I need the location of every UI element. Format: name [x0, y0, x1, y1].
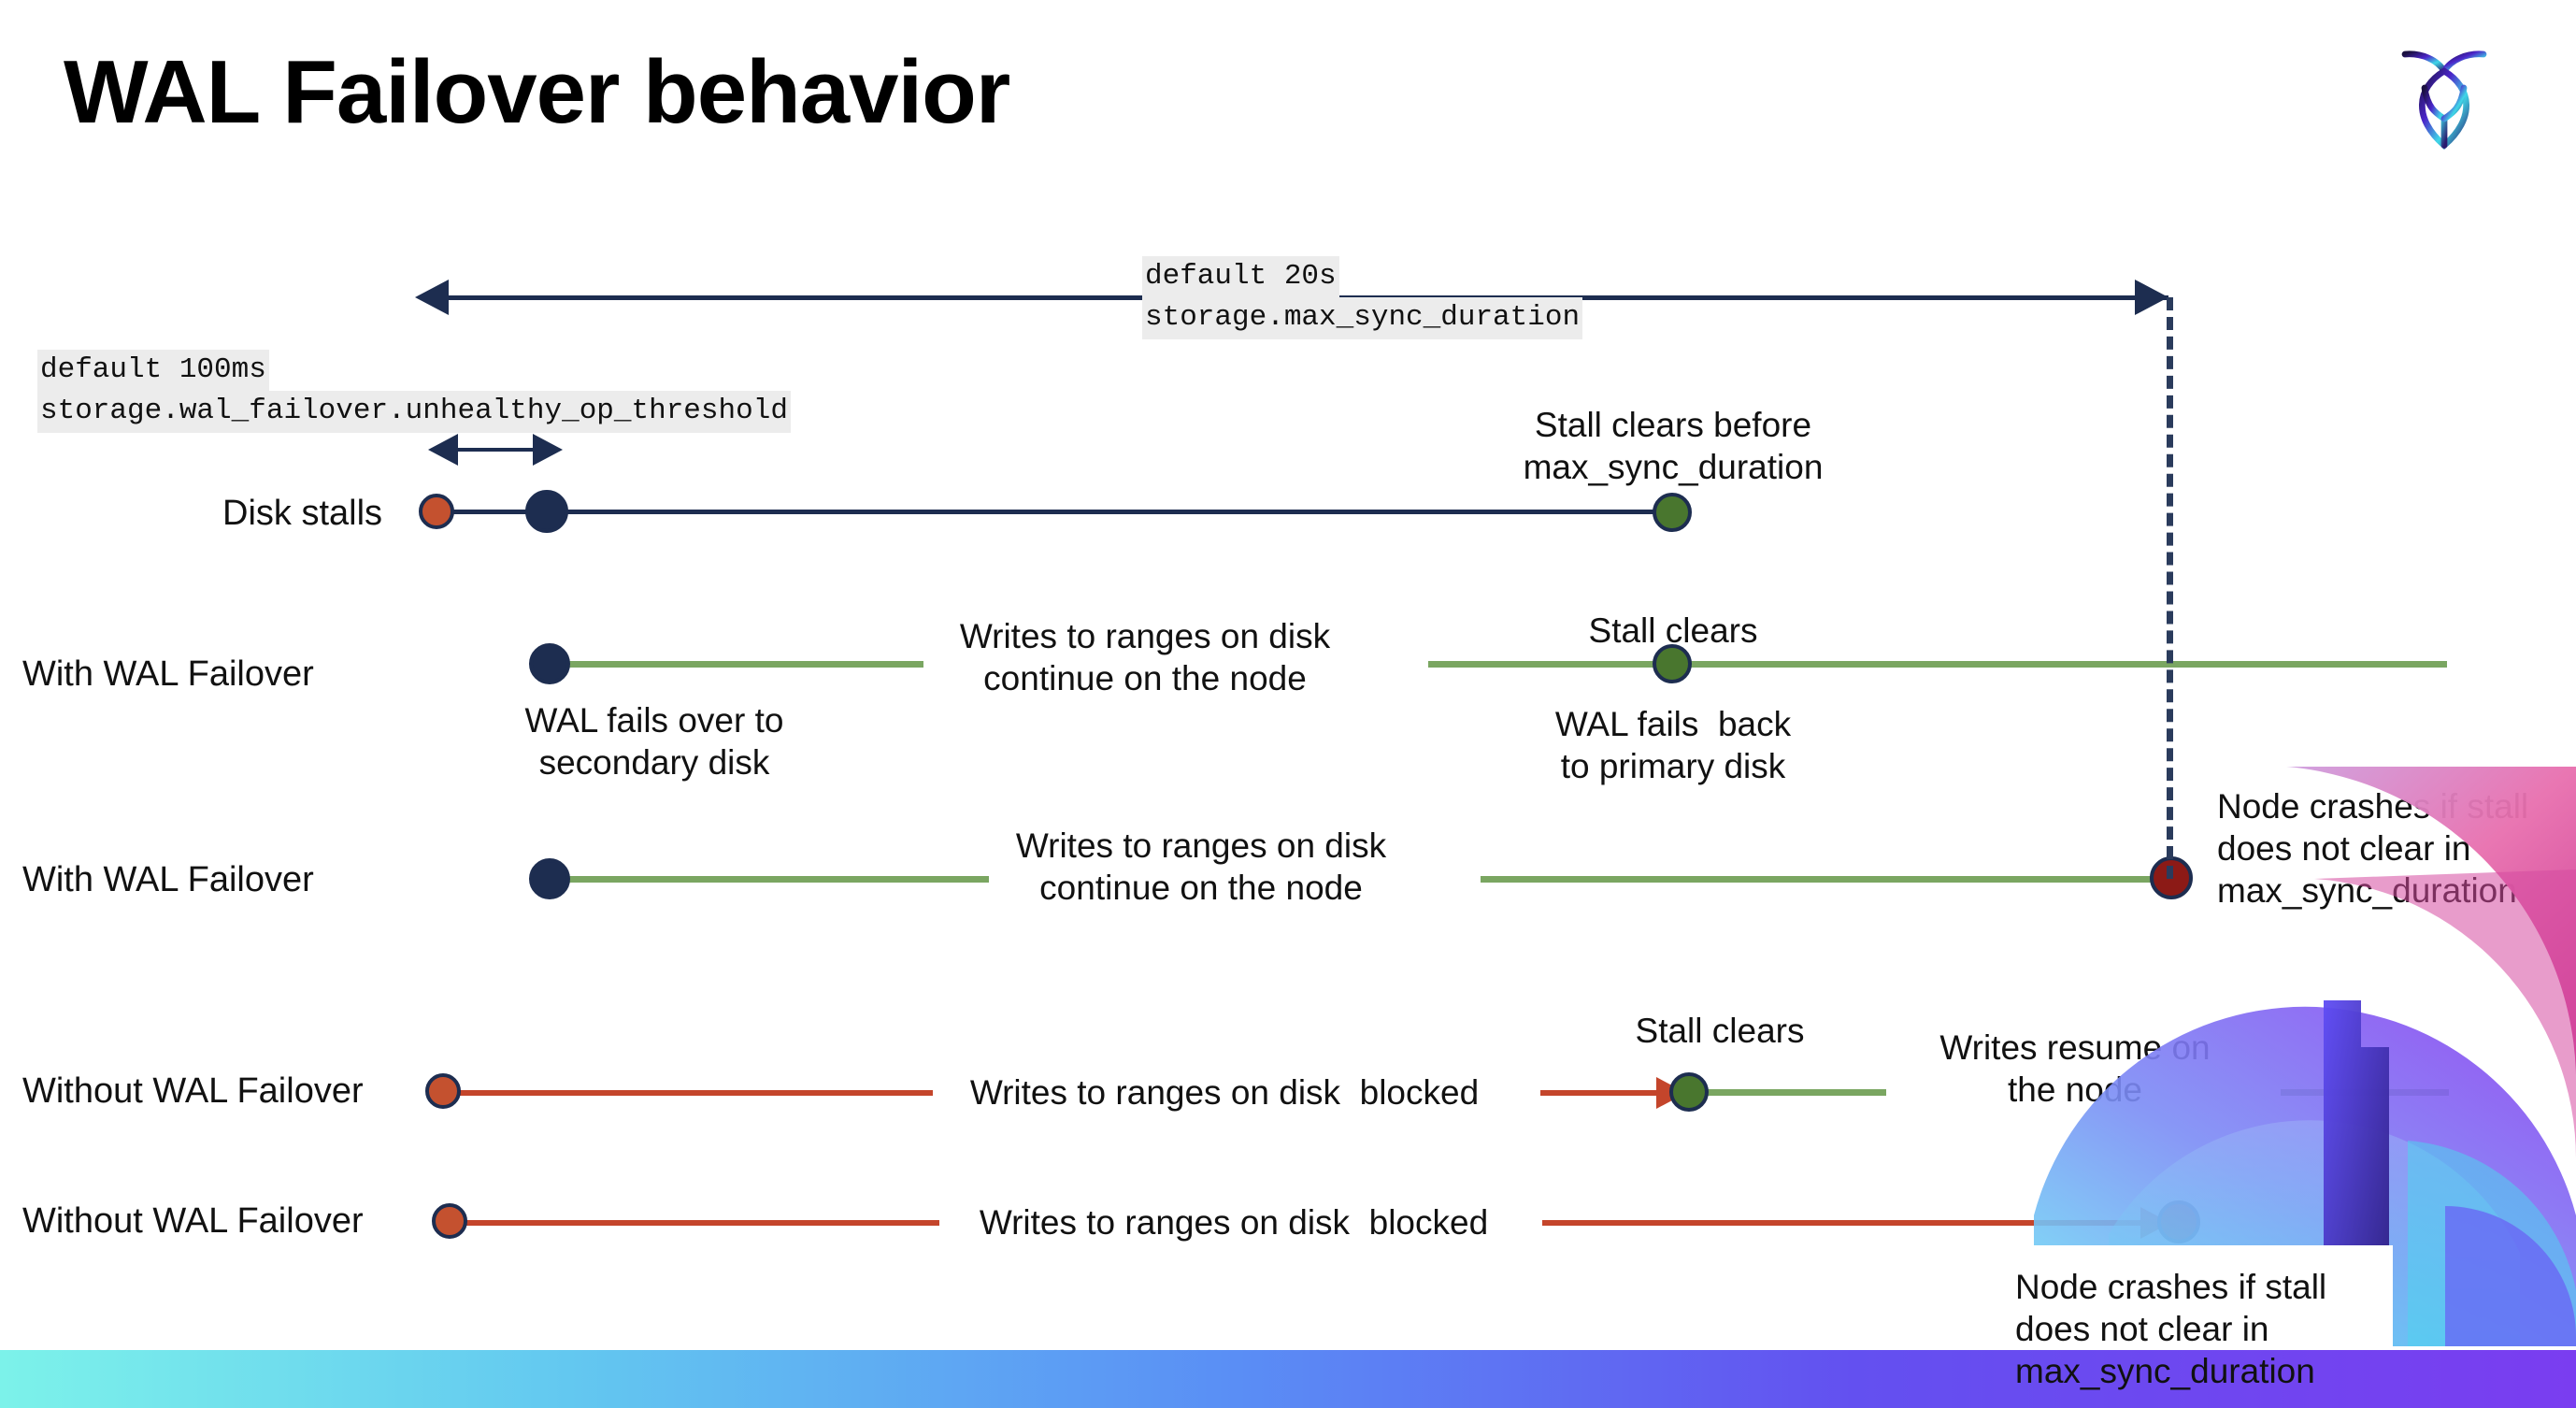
annotation-writes-blocked-2: Writes to ranges on disk blocked [979, 1203, 1489, 1242]
unhealthy-op-threshold-span-line [458, 448, 551, 452]
row-label-with-wal-failover-1: With WAL Failover [22, 654, 314, 694]
wal-failover-row1-segment-a [550, 661, 923, 668]
page-title: WAL Failover behavior [64, 42, 1010, 142]
max-sync-duration-setting-label: storage.max_sync_duration [1142, 297, 1583, 339]
wal-failback-dot [1653, 644, 1692, 683]
max-sync-duration-deadline-dashed-line [2167, 297, 2173, 879]
row-label-without-wal-failover-2: Without WAL Failover [22, 1201, 364, 1241]
wal-failover-row2-segment-b [1481, 876, 2172, 883]
wal-failover-row1-segment-b [1428, 661, 2447, 668]
max-sync-duration-default-label: default 20s [1142, 256, 1339, 298]
without-failover-row1-blocked-line-a [447, 1090, 933, 1096]
without-failover-row1-resume-line-a [1699, 1089, 1886, 1096]
disk-stall-start-dot [419, 494, 454, 529]
annotation-stall-clears-3: Stall clears [1635, 1012, 1805, 1050]
annotation-writes-continue-2: Writes to ranges on disk continue on the… [1015, 826, 1387, 908]
disk-stalls-timeline [439, 510, 1682, 514]
without-failover-start-dot-2 [432, 1203, 467, 1239]
cockroachdb-logo-icon [2374, 26, 2514, 166]
bottom-gradient-bar [0, 1350, 2576, 1408]
unhealthy-op-threshold-arrow-right [533, 434, 563, 466]
annotation-stall-clears-before: Stall clears before max_sync_duration [1523, 406, 1824, 487]
annotation-stall-clears-2: Stall clears [1588, 611, 1758, 650]
row-label-with-wal-failover-2: With WAL Failover [22, 860, 314, 899]
without-failover-stall-clears-dot [1669, 1072, 1709, 1112]
without-failover-start-dot-1 [425, 1073, 461, 1109]
max-sync-duration-arrow-right [2135, 280, 2168, 315]
annotation-node-crashes-2: Node crashes if stall does not clear in … [2015, 1268, 2327, 1391]
annotation-writes-continue-1: Writes to ranges on disk continue on the… [959, 617, 1331, 698]
annotation-wal-fails-over: WAL fails over to secondary disk [524, 701, 784, 783]
annotation-wal-fails-back: WAL fails back to primary disk [1554, 705, 1792, 786]
disk-stall-threshold-dot [525, 490, 568, 533]
without-failover-row1-blocked-line-b [1540, 1090, 1671, 1096]
wal-failover-start-dot-1 [529, 643, 570, 684]
max-sync-duration-arrow-left [415, 280, 449, 315]
annotation-writes-blocked-1: Writes to ranges on disk blocked [969, 1073, 1480, 1112]
unhealthy-op-threshold-arrow-left [428, 434, 458, 466]
row-label-without-wal-failover-1: Without WAL Failover [22, 1071, 364, 1111]
disk-stall-clears-dot [1653, 493, 1692, 532]
wal-failover-start-dot-2 [529, 858, 570, 899]
without-failover-row2-blocked-line-a [453, 1220, 939, 1226]
unhealthy-op-threshold-default-label: default 100ms [37, 350, 269, 392]
without-failover-row2-blocked-line-b [1542, 1220, 2159, 1226]
row-label-disk-stalls: Disk stalls [222, 494, 383, 533]
unhealthy-op-threshold-setting-label: storage.wal_failover.unhealthy_op_thresh… [37, 391, 791, 433]
wal-failover-row2-segment-a [550, 876, 989, 883]
